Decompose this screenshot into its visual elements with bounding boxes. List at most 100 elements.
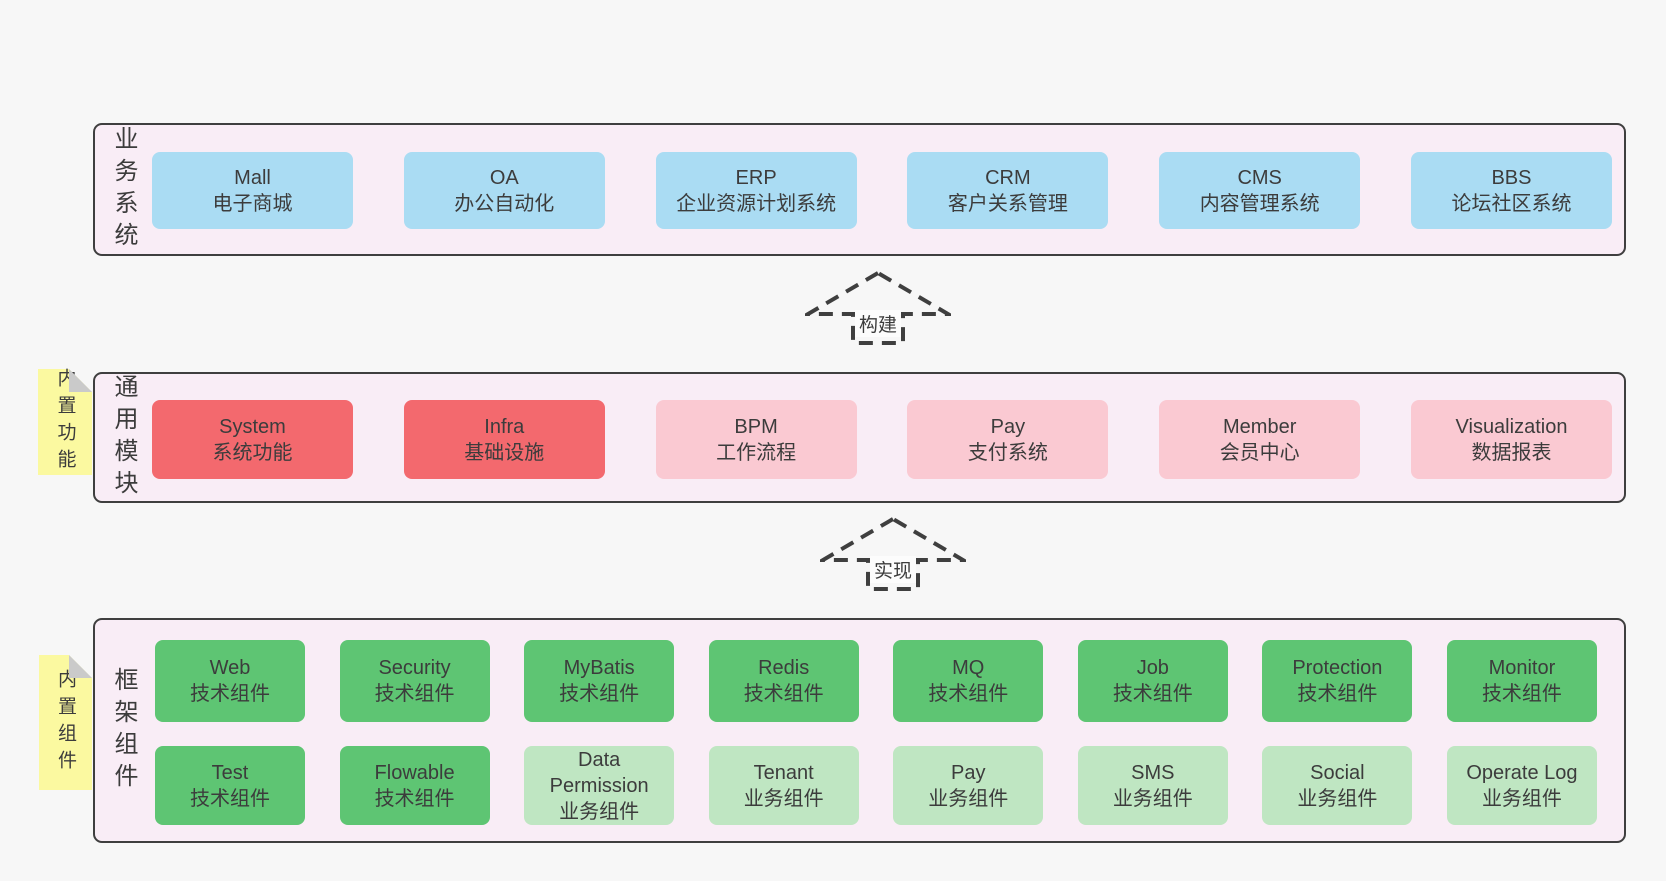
box-subtitle: 业务组件 bbox=[743, 787, 824, 810]
box-subtitle: 系统功能 bbox=[212, 441, 293, 464]
box-title: Operate Log bbox=[1466, 761, 1578, 784]
box-subtitle: 技术组件 bbox=[374, 787, 455, 810]
box-subtitle: 技术组件 bbox=[190, 683, 270, 705]
box-operate-log: Operate Log 业务组件 bbox=[1446, 746, 1597, 825]
box-title: Social bbox=[1310, 761, 1365, 784]
layer-label-components: 框架组件 bbox=[110, 666, 137, 795]
box-bpm: BPM 工作流程 bbox=[655, 400, 857, 479]
box-crm: CRM 客户关系管理 bbox=[907, 152, 1109, 229]
box-title: BBS bbox=[1491, 166, 1532, 189]
box-title: Flowable bbox=[374, 761, 455, 784]
box-subtitle: 技术组件 bbox=[1481, 683, 1562, 705]
box-infra: Infra 基础设施 bbox=[403, 400, 605, 479]
box-data-permission: Data Permission 业务组件 bbox=[524, 746, 675, 825]
modules-box-row: System 系统功能 Infra 基础设施 BPM 工作流程 Pay 支付系统… bbox=[152, 400, 1612, 479]
box-title: ERP bbox=[735, 166, 777, 189]
components-box-row-1: Web 技术组件 Security 技术组件 MyBatis 技术组件 Redi… bbox=[155, 640, 1597, 722]
box-subtitle: 内容管理系统 bbox=[1199, 192, 1320, 215]
box-bbs: BBS 论坛社区系统 bbox=[1410, 152, 1612, 229]
box-social: Social 业务组件 bbox=[1262, 746, 1413, 825]
box-subtitle: 办公自动化 bbox=[454, 192, 555, 215]
box-oa: OA 办公自动化 bbox=[403, 152, 605, 229]
box-pay-module: Pay 支付系统 bbox=[907, 400, 1109, 479]
box-title: SMS bbox=[1131, 761, 1175, 784]
box-subtitle: 业务组件 bbox=[928, 787, 1009, 810]
box-title: Test bbox=[211, 761, 249, 784]
box-subtitle: 企业资源计划系统 bbox=[676, 192, 837, 215]
box-title: Redis bbox=[758, 657, 810, 679]
box-monitor: Monitor 技术组件 bbox=[1446, 640, 1597, 722]
box-title: MQ bbox=[952, 657, 985, 679]
box-sms: SMS 业务组件 bbox=[1077, 746, 1228, 825]
implement-arrow: 实现 bbox=[820, 516, 966, 592]
box-pay-component: Pay 业务组件 bbox=[893, 746, 1044, 825]
box-tenant: Tenant 业务组件 bbox=[708, 746, 859, 825]
box-title: Data Permission bbox=[549, 748, 649, 797]
box-subtitle: 业务组件 bbox=[1297, 787, 1378, 810]
box-mq: MQ 技术组件 bbox=[893, 640, 1044, 722]
box-title: Member bbox=[1223, 415, 1297, 438]
box-cms: CMS 内容管理系统 bbox=[1159, 152, 1361, 229]
box-title: Tenant bbox=[753, 761, 814, 784]
box-erp: ERP 企业资源计划系统 bbox=[655, 152, 857, 229]
box-test: Test 技术组件 bbox=[155, 746, 305, 825]
box-subtitle: 基础设施 bbox=[464, 441, 545, 464]
box-security: Security 技术组件 bbox=[339, 640, 490, 722]
box-mybatis: MyBatis 技术组件 bbox=[524, 640, 675, 722]
box-subtitle: 数据报表 bbox=[1471, 441, 1552, 464]
build-arrow-label: 构建 bbox=[854, 310, 902, 337]
box-redis: Redis 技术组件 bbox=[708, 640, 859, 722]
box-mall: Mall 电子商城 bbox=[152, 152, 353, 229]
box-subtitle: 业务组件 bbox=[559, 800, 640, 823]
box-title: Mall bbox=[234, 166, 271, 189]
box-title: Protection bbox=[1292, 657, 1383, 679]
box-title: BPM bbox=[734, 415, 778, 438]
box-title: Job bbox=[1136, 657, 1169, 679]
box-title: Infra bbox=[484, 415, 525, 438]
implement-arrow-label: 实现 bbox=[869, 556, 917, 583]
box-subtitle: 工作流程 bbox=[716, 441, 797, 464]
sticky-note-label: 内置组件 bbox=[55, 668, 76, 777]
box-subtitle: 技术组件 bbox=[1112, 683, 1193, 705]
box-title: Web bbox=[209, 657, 251, 679]
box-title: Security bbox=[378, 657, 451, 679]
layer-label-business: 业务系统 bbox=[110, 125, 137, 254]
box-title: System bbox=[219, 415, 286, 438]
box-subtitle: 电子商城 bbox=[212, 192, 293, 215]
box-title: Pay bbox=[951, 761, 986, 784]
box-title: OA bbox=[489, 166, 519, 189]
build-arrow: 构建 bbox=[805, 270, 951, 346]
box-system: System 系统功能 bbox=[152, 400, 353, 479]
business-systems-layer: 业务系统 Mall 电子商城 OA 办公自动化 ERP 企业资源计划系统 CRM… bbox=[93, 123, 1626, 256]
box-subtitle: 技术组件 bbox=[928, 683, 1009, 705]
box-subtitle: 技术组件 bbox=[559, 683, 640, 705]
box-subtitle: 技术组件 bbox=[190, 787, 270, 810]
box-web: Web 技术组件 bbox=[155, 640, 305, 722]
box-title: MyBatis bbox=[563, 657, 635, 679]
box-title: Pay bbox=[990, 415, 1026, 438]
box-subtitle: 技术组件 bbox=[743, 683, 824, 705]
components-box-row-2: Test 技术组件 Flowable 技术组件 Data Permission … bbox=[155, 746, 1597, 825]
box-title: Monitor bbox=[1488, 657, 1556, 679]
box-title: CMS bbox=[1237, 166, 1282, 189]
box-visualization: Visualization 数据报表 bbox=[1410, 400, 1612, 479]
box-subtitle: 技术组件 bbox=[374, 683, 455, 705]
box-title: Visualization bbox=[1455, 415, 1568, 438]
business-box-row: Mall 电子商城 OA 办公自动化 ERP 企业资源计划系统 CRM 客户关系… bbox=[152, 152, 1612, 229]
box-subtitle: 论坛社区系统 bbox=[1451, 192, 1572, 215]
box-subtitle: 会员中心 bbox=[1219, 441, 1300, 464]
sticky-note-built-in-components: 内置组件 bbox=[39, 655, 92, 790]
common-modules-layer: 通用模块 System 系统功能 Infra 基础设施 BPM 工作流程 Pay… bbox=[93, 372, 1626, 503]
framework-components-layer: 框架组件 Web 技术组件 Security 技术组件 MyBatis 技术组件… bbox=[93, 618, 1626, 843]
sticky-note-built-in-features: 内置功能 bbox=[38, 368, 92, 476]
box-subtitle: 支付系统 bbox=[967, 441, 1048, 464]
box-job: Job 技术组件 bbox=[1077, 640, 1228, 722]
box-protection: Protection 技术组件 bbox=[1262, 640, 1413, 722]
box-subtitle: 客户关系管理 bbox=[947, 192, 1068, 215]
layer-label-modules: 通用模块 bbox=[110, 373, 137, 502]
box-subtitle: 技术组件 bbox=[1297, 683, 1378, 705]
box-title: CRM bbox=[985, 166, 1031, 189]
box-flowable: Flowable 技术组件 bbox=[339, 746, 490, 825]
box-member: Member 会员中心 bbox=[1159, 400, 1361, 479]
